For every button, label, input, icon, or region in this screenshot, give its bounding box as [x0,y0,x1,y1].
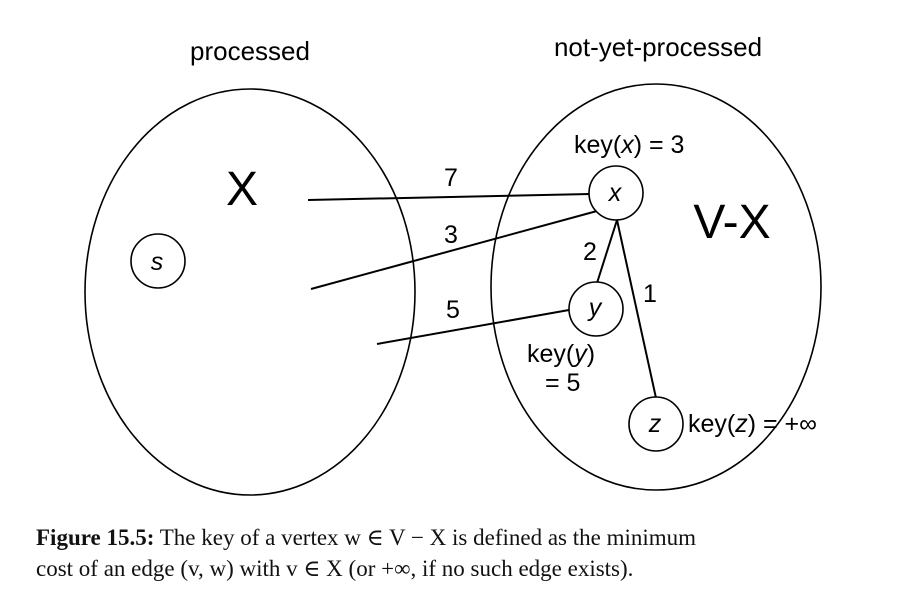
key-y-label-line1: key(y) [527,340,595,368]
vertex-y: y [568,281,624,337]
caption-label: Figure 15.5: [36,525,155,550]
edge-cost-5: 5 [446,296,460,324]
caption-text-1: The key of a vertex w ∈ V − X is defined… [159,525,697,550]
vertex-x: x [588,165,644,221]
vertex-s-label: s [151,248,164,276]
edge-cost-3: 3 [444,221,458,249]
key-x-label: key(x) = 3 [574,131,684,159]
edge-5 [376,309,570,345]
vertex-z-label: z [648,410,662,438]
key-y-suffix: ) [587,340,595,368]
unprocessed-set-ellipse [490,83,822,491]
vertex-y-label: y [587,294,603,322]
key-z-suffix: ) = +∞ [748,410,817,438]
not-yet-processed-title: not-yet-processed [554,32,762,62]
diagram: processed not-yet-processed X V-X 7 3 5 … [84,32,822,496]
vertex-z: z [628,396,684,452]
key-x-suffix: ) = 3 [634,131,685,159]
edge-cost-2: 2 [583,238,597,266]
processed-title: processed [190,36,310,66]
processed-set-ellipse [84,88,416,496]
key-y-var: y [572,340,588,368]
key-y-label-line2: = 5 [545,369,580,397]
caption-line-2: cost of an edge (v, w) with v ∈ X (or +∞… [36,556,634,581]
edge-cost-7: 7 [444,164,458,192]
key-z-prefix: key( [688,410,736,438]
key-y-prefix: key( [527,340,575,368]
edge-cost-1: 1 [643,280,657,308]
vertex-x-label: x [608,179,623,207]
set-v-minus-x-label: V-X [693,196,770,249]
figure-caption: Figure 15.5: The key of a vertex w ∈ V −… [36,522,886,584]
edge-3 [310,210,598,290]
edge-7 [307,193,591,201]
key-z-label: key(z) = +∞ [688,410,817,438]
set-x-label: X [226,163,258,216]
vertex-s: s [130,233,186,289]
key-x-prefix: key( [574,131,622,159]
caption-line-1: Figure 15.5: The key of a vertex w ∈ V −… [36,522,886,553]
edge-1 [616,219,657,399]
key-x-var: x [620,131,635,159]
key-z-var: z [734,410,748,438]
edge-2 [596,219,618,284]
